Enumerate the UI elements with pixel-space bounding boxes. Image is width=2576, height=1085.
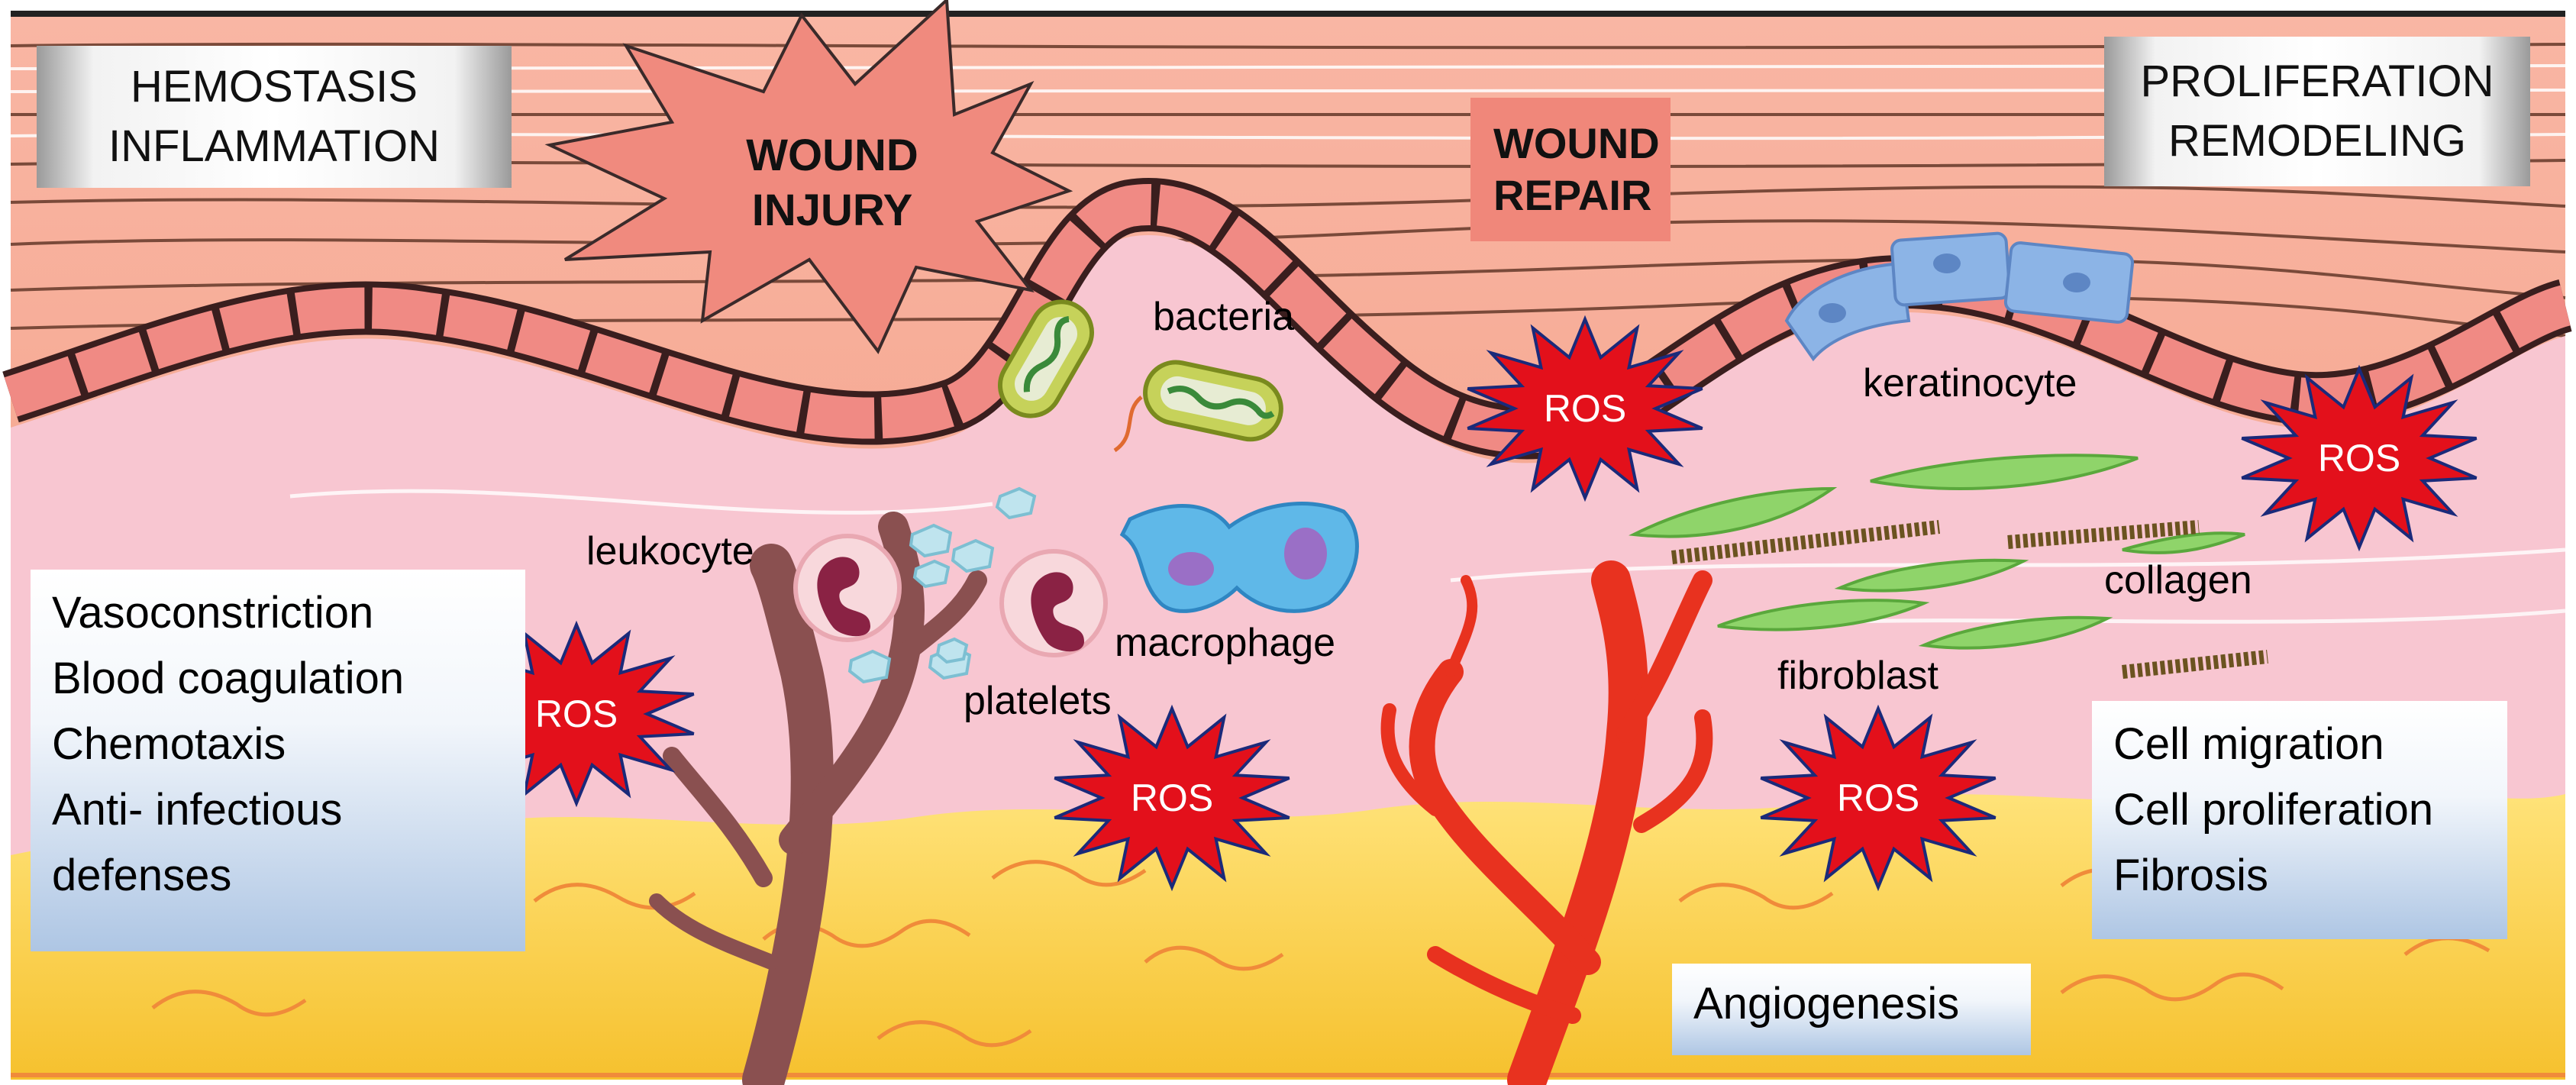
- macrophage-icon: [1119, 502, 1359, 613]
- phase-left-line1: HEMOSTASIS: [131, 62, 418, 111]
- ros-label: ROS: [1836, 777, 1920, 819]
- effect-item: Vasoconstriction: [52, 588, 374, 638]
- wound-injury-burst: [544, 0, 1073, 354]
- label-collagen: collagen: [2104, 558, 2252, 602]
- effect-item: Cell migration: [2113, 719, 2384, 769]
- phase-right-line2: REMODELING: [2168, 116, 2466, 166]
- phase-left-line2: INFLAMMATION: [108, 121, 440, 171]
- red-vessel-icon: [1380, 560, 1713, 1085]
- ros-star-icon: [1760, 704, 1997, 892]
- angiogenesis-label: Angiogenesis: [1693, 979, 1960, 1028]
- label-keratinocyte: keratinocyte: [1863, 361, 2077, 405]
- label-bacteria: bacteria: [1153, 295, 1294, 339]
- phase-box-proliferation: PROLIFERATION REMODELING: [2104, 37, 2530, 186]
- effect-item: Fibrosis: [2113, 851, 2269, 900]
- effect-item: Blood coagulation: [52, 654, 405, 703]
- label-fibroblast: fibroblast: [1777, 654, 1938, 698]
- proliferation-effects-box: Cell migration Cell proliferation Fibros…: [2092, 701, 2507, 939]
- effect-item: Anti- infectious: [52, 785, 343, 835]
- ros-star-icon: [2241, 364, 2478, 552]
- basement-cells: [4, 184, 2571, 454]
- effect-item: defenses: [52, 851, 232, 900]
- angiogenesis-box: Angiogenesis: [1672, 964, 2031, 1055]
- label-leukocyte: leukocyte: [586, 529, 754, 573]
- ros-label: ROS: [1543, 387, 1627, 430]
- collagen-icon: [1671, 520, 2268, 679]
- inflammation-effects-box: Vasoconstriction Blood coagulation Chemo…: [31, 570, 525, 951]
- platelets-icon: [847, 486, 1037, 684]
- effect-item: Chemotaxis: [52, 719, 286, 769]
- leukocyte-icon: [793, 534, 1108, 657]
- phase-right-line1: PROLIFERATION: [2140, 57, 2494, 106]
- label-platelets: platelets: [964, 679, 1112, 723]
- brown-vessel-icon: [649, 512, 987, 1085]
- label-macrophage: macrophage: [1115, 621, 1336, 665]
- fibroblast-icon: [1629, 454, 2245, 650]
- phase-box-hemostasis: HEMOSTASIS INFLAMMATION: [37, 46, 512, 188]
- effect-item: Cell proliferation: [2113, 785, 2434, 835]
- ros-label: ROS: [1130, 777, 1214, 819]
- wound-repair-box: WOUND REPAIR: [1470, 98, 1671, 241]
- ros-label: ROS: [534, 693, 618, 735]
- ros-label: ROS: [2317, 437, 2401, 480]
- keratinocyte-icon: [1784, 231, 2135, 362]
- ros-star-icon: [1054, 704, 1290, 892]
- bacteria-icon: [998, 299, 1283, 453]
- ros-star-icon: [1467, 315, 1703, 502]
- wound-injury-label: WOUND INJURY: [746, 131, 918, 235]
